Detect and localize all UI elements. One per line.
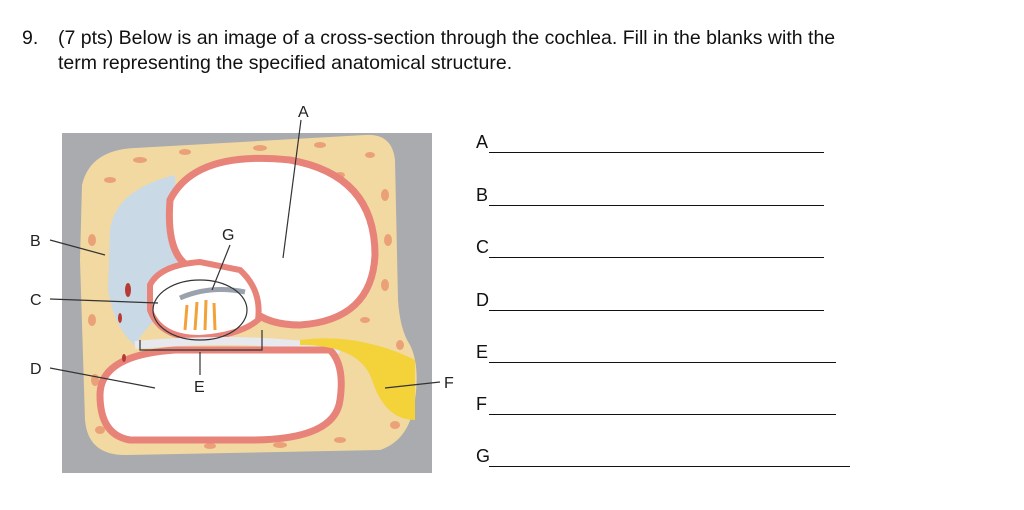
question-text-1: (7 pts) Below is an image of a cross-sec…: [58, 27, 836, 49]
leader-lines: [49, 119, 441, 389]
cochlear-nerve: [300, 338, 415, 420]
callout-f: F: [444, 375, 454, 392]
answer-label-b: B: [476, 185, 489, 205]
answer-line-b[interactable]: [489, 205, 824, 206]
answer-blank-d[interactable]: D: [476, 290, 826, 314]
cochlear-duct: [147, 258, 262, 342]
tectorial-membrane: [179, 287, 246, 301]
answer-blank-b[interactable]: B: [476, 185, 826, 209]
answer-line-c[interactable]: [489, 257, 824, 258]
answer-line-d[interactable]: [489, 310, 824, 311]
blood-vessels: [118, 283, 131, 362]
answer-blank-f[interactable]: F: [476, 394, 838, 418]
answer-line-f[interactable]: [489, 414, 836, 415]
answer-blank-a[interactable]: A: [476, 132, 826, 156]
callout-g: G: [222, 227, 234, 244]
bracket-e: [139, 330, 263, 351]
answer-line-g[interactable]: [489, 466, 850, 467]
answer-blank-g[interactable]: G: [476, 446, 852, 470]
answer-label-g: G: [476, 446, 491, 466]
organ-of-corti-outline: [152, 279, 248, 341]
callout-d: D: [30, 361, 42, 378]
callout-b: B: [30, 233, 41, 250]
question-line-1: 9. (7 pts) Below is an image of a cross-s…: [22, 26, 835, 50]
answer-label-e: E: [476, 342, 489, 362]
scala-tympani: [96, 346, 345, 444]
question-line-2: term representing the specified anatomic…: [58, 52, 513, 74]
callout-a: A: [298, 104, 309, 121]
answer-label-d: D: [476, 290, 489, 310]
answer-line-a[interactable]: [489, 152, 824, 153]
callout-c: C: [30, 292, 42, 309]
callout-e: E: [194, 379, 205, 396]
answer-line-e[interactable]: [489, 362, 836, 363]
question-number: 9.: [22, 27, 39, 49]
answer-label-a: A: [476, 132, 489, 152]
hair-cells: [183, 299, 217, 331]
answer-label-c: C: [476, 237, 489, 257]
answer-blank-e[interactable]: E: [476, 342, 838, 366]
bone-spots: [88, 142, 404, 449]
answer-blank-c[interactable]: C: [476, 237, 826, 261]
answer-label-f: F: [476, 394, 487, 414]
